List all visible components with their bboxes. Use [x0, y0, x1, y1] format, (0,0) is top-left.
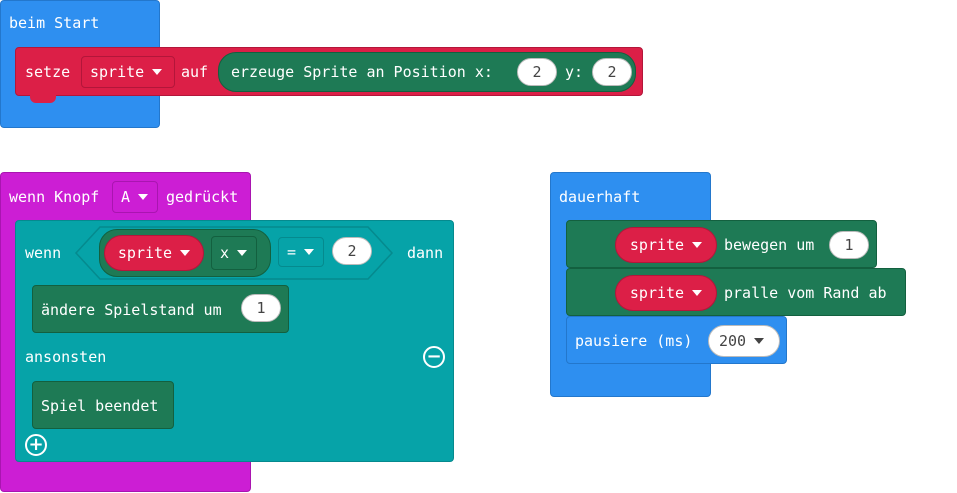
else-label: ansonsten [25, 348, 107, 366]
move-value-input[interactable]: 1 [829, 231, 869, 259]
if-label: wenn [25, 244, 62, 262]
variable-dropdown-label: sprite [90, 63, 145, 81]
create-sprite-block[interactable]: erzeuge Sprite an Position x: 2 y: 2 [218, 52, 636, 92]
caret-down-icon [754, 338, 765, 344]
sprite-property-block[interactable]: sprite x [99, 229, 271, 277]
game-over-label: Spiel beendet [41, 397, 159, 415]
pause-block[interactable]: pausiere (ms) 200 [566, 316, 787, 364]
pause-value-dropdown[interactable]: 200 [708, 325, 780, 357]
sprite-variable-reporter[interactable]: sprite [104, 235, 204, 271]
variable-dropdown[interactable]: sprite [81, 56, 175, 88]
sprite-variable-label: sprite [117, 244, 173, 262]
minus-circle-icon[interactable]: − [423, 346, 445, 368]
y-input[interactable]: 2 [592, 58, 632, 86]
forever-label: dauerhaft [559, 188, 641, 206]
x-input[interactable]: 2 [517, 58, 557, 86]
bounce-block[interactable]: sprite pralle vom Rand ab [566, 268, 906, 316]
on-start-label: beim Start [9, 14, 100, 32]
y-label: y: [565, 63, 584, 81]
pause-label: pausiere (ms) [575, 332, 693, 350]
block-notch [30, 95, 56, 103]
button-dropdown[interactable]: A [112, 181, 158, 213]
create-sprite-label: erzeuge Sprite an Position x: [231, 63, 493, 81]
move-sprite-variable-label: sprite [629, 236, 685, 254]
caret-down-icon [138, 194, 149, 200]
move-sprite-variable[interactable]: sprite [615, 227, 717, 263]
compare-value-input[interactable]: 2 [332, 237, 372, 265]
caret-down-icon [152, 69, 163, 75]
operator-dropdown-label: = [287, 243, 297, 261]
move-label: bewegen um [724, 236, 815, 254]
change-score-label: ändere Spielstand um [41, 301, 222, 319]
caret-down-icon [237, 250, 248, 256]
plus-circle-icon[interactable]: + [25, 434, 47, 456]
caret-down-icon [180, 250, 191, 256]
set-label: setze [25, 63, 71, 81]
set-variable-block[interactable]: setze sprite auf erzeuge Sprite an Posit… [15, 47, 643, 103]
if-else-block[interactable]: wenn sprite x = 2 dann ändere Spielstand… [15, 220, 454, 462]
then-label: dann [407, 244, 444, 262]
caret-down-icon [692, 290, 703, 296]
to-label: auf [181, 63, 209, 81]
button-label-suffix: gedrückt [166, 188, 239, 206]
pause-value-label: 200 [719, 332, 747, 350]
button-label-prefix: wenn Knopf [9, 188, 100, 206]
caret-down-icon [304, 249, 315, 255]
caret-down-icon [692, 242, 703, 248]
move-sprite-block[interactable]: sprite bewegen um 1 [566, 220, 877, 268]
property-dropdown[interactable]: x [211, 236, 257, 270]
operator-dropdown[interactable]: = [278, 237, 324, 267]
score-change-input[interactable]: 1 [241, 294, 281, 322]
property-dropdown-label: x [220, 244, 230, 262]
button-dropdown-label: A [121, 188, 131, 206]
bounce-sprite-variable-label: sprite [629, 284, 685, 302]
change-score-block[interactable]: ändere Spielstand um 1 [32, 285, 289, 333]
bounce-sprite-variable[interactable]: sprite [615, 275, 717, 311]
bounce-label: pralle vom Rand ab [724, 284, 887, 302]
game-over-block[interactable]: Spiel beendet [32, 381, 174, 429]
